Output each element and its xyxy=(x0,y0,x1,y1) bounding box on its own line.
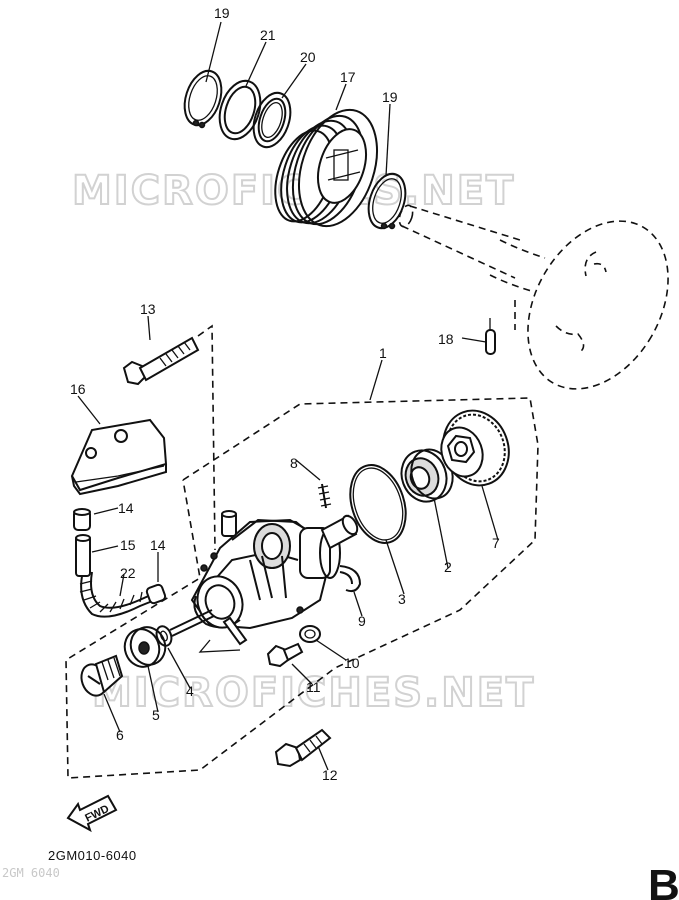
part-19-circlip-right xyxy=(367,172,407,230)
part-7-gear xyxy=(440,409,510,487)
part-number-labels: 19 21 20 17 19 18 1 13 16 14 15 14 22 8 … xyxy=(70,5,500,783)
label-11: 11 xyxy=(306,679,321,695)
part-11-bolt xyxy=(266,642,304,668)
part-16-cover-plate xyxy=(70,418,168,496)
forward-arrow: FWD xyxy=(66,794,118,833)
label-16: 16 xyxy=(70,381,86,397)
page-letter: B xyxy=(648,861,679,900)
label-3: 3 xyxy=(398,591,406,607)
part-6-plug-screw xyxy=(80,654,124,697)
label-17: 17 xyxy=(340,69,356,85)
part-21-washer xyxy=(218,79,262,141)
part-9-clip xyxy=(339,565,362,593)
part-12-bolt xyxy=(274,728,332,768)
label-9: 9 xyxy=(358,613,366,629)
oil-pump-body xyxy=(169,510,359,646)
label-7: 7 xyxy=(492,535,500,551)
part-14-sleeve-lower xyxy=(145,583,167,605)
watermark-bottom: MICROFICHES.NET xyxy=(92,670,535,716)
label-2: 2 xyxy=(444,559,452,575)
label-20: 20 xyxy=(300,49,316,65)
label-6: 6 xyxy=(116,727,124,743)
label-14-upper: 14 xyxy=(118,500,134,516)
part-20-seal xyxy=(252,91,292,149)
label-19-right: 19 xyxy=(382,89,398,105)
leader-lines xyxy=(77,21,499,771)
part-4-ring xyxy=(155,625,173,647)
label-4: 4 xyxy=(186,683,194,699)
label-13: 13 xyxy=(140,301,156,317)
part-8-pin xyxy=(317,483,332,509)
label-18: 18 xyxy=(438,331,454,347)
ghost-code: 2GM 6040 xyxy=(2,866,60,880)
part-3-o-ring xyxy=(349,464,407,544)
shaft-and-disc xyxy=(398,204,669,390)
part-19-circlip-left xyxy=(183,69,223,129)
label-10: 10 xyxy=(344,655,360,671)
part-5-washer xyxy=(123,626,167,668)
label-15: 15 xyxy=(120,537,136,553)
part-13-bolt xyxy=(122,324,216,551)
label-5: 5 xyxy=(152,707,160,723)
label-14-lower: 14 xyxy=(150,537,166,553)
label-19-top: 19 xyxy=(214,5,230,21)
label-1: 1 xyxy=(379,345,387,361)
part-22-spring-hose xyxy=(79,571,163,618)
label-8: 8 xyxy=(290,455,298,471)
part-18-dowel-pin xyxy=(485,329,496,355)
drawing-code: 2GM010-6040 xyxy=(48,848,137,863)
part-10-washer xyxy=(299,625,321,643)
label-22: 22 xyxy=(120,565,136,581)
label-12: 12 xyxy=(322,767,338,783)
part-14-sleeve-upper xyxy=(73,508,91,531)
label-21: 21 xyxy=(260,27,276,43)
part-2-bearing xyxy=(400,448,454,503)
part-17-pulley xyxy=(274,108,378,228)
part-15-hose xyxy=(75,534,91,577)
